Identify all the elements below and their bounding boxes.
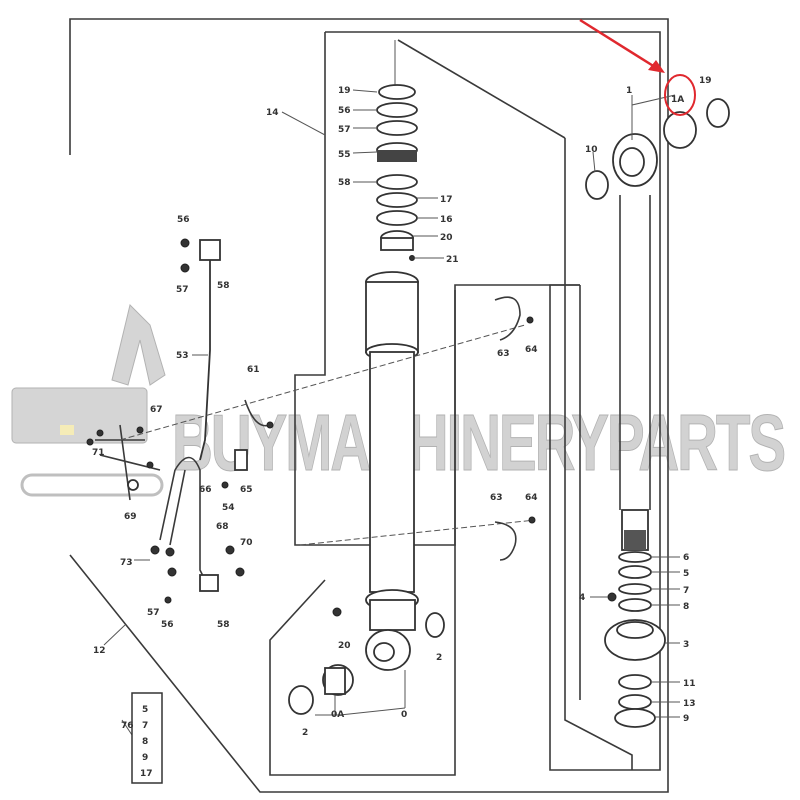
callout: 58 [338, 178, 351, 188]
callout-labels: 14 19 56 57 55 58 17 16 20 21 56 57 58 5… [92, 76, 712, 779]
excavator-body-icon [11, 387, 148, 444]
callout: 73 [120, 558, 133, 568]
callout: 58 [217, 620, 230, 630]
callout: 8 [683, 602, 689, 612]
callout: 0A [331, 710, 344, 720]
callout: 19 [338, 86, 351, 96]
watermark-text: BUYMACHINERYPARTS [172, 398, 784, 487]
callout: 63 [490, 493, 503, 503]
callout: 55 [338, 150, 351, 160]
callout: 2 [436, 653, 442, 663]
callout: 13 [683, 699, 696, 709]
callout: 17 [440, 195, 453, 205]
callout: 71 [92, 448, 105, 458]
callout: 66 [199, 485, 212, 495]
callout: 7 [683, 586, 689, 596]
callout: 20 [338, 641, 351, 651]
hydraulic-piping [86, 238, 536, 604]
callout: 5 [683, 569, 689, 579]
arrow-line [579, 18, 656, 69]
callout: 64 [525, 345, 538, 355]
kit-item: 5 [142, 705, 148, 715]
callout: 19 [699, 76, 712, 86]
arrow-head-icon [648, 60, 665, 73]
callout: 68 [216, 522, 229, 532]
callout: 76 [121, 721, 134, 731]
callout: 12 [93, 646, 106, 656]
kit-item: 7 [142, 721, 148, 731]
excavator-arm-icon [111, 304, 166, 386]
logo-accent [60, 425, 74, 435]
kit-item: 8 [142, 737, 148, 747]
callout: 16 [440, 215, 453, 225]
callout: 63 [497, 349, 510, 359]
callout: 56 [161, 620, 174, 630]
seal-stack-14 [288, 40, 445, 716]
callout: 58 [217, 281, 230, 291]
callout: 57 [338, 125, 351, 135]
callout: 57 [147, 608, 160, 618]
excavator-track-icon [20, 473, 164, 497]
callout: 10 [585, 145, 598, 155]
callout: 6 [683, 553, 689, 563]
leader-lines [103, 89, 680, 736]
kit-item: 9 [142, 753, 148, 763]
highlight-annotation [579, 18, 696, 116]
callout: 2 [302, 728, 308, 738]
frame-lines [69, 18, 669, 793]
callout: 67 [150, 405, 163, 415]
watermark-logo: BUYMACHINERYPARTS [11, 304, 788, 497]
callout: 20 [440, 233, 453, 243]
callout: 3 [683, 640, 689, 650]
callout: 21 [446, 255, 459, 265]
callout: 61 [247, 365, 260, 375]
callout: 9 [683, 714, 689, 724]
callout: 0 [401, 710, 407, 720]
callout: 65 [240, 485, 253, 495]
callout: 56 [338, 106, 351, 116]
callout: 64 [525, 493, 538, 503]
callout: 56 [177, 215, 190, 225]
callout: 11 [683, 679, 696, 689]
cylinder-rod-assembly [585, 98, 730, 728]
callout: 14 [266, 108, 279, 118]
callout: 69 [124, 512, 137, 522]
callout: 54 [222, 503, 235, 513]
callout: 4 [579, 593, 585, 603]
highlight-circle [664, 74, 696, 116]
callout: 70 [240, 538, 253, 548]
kit-item: 17 [140, 769, 153, 779]
callout: 57 [176, 285, 189, 295]
callout: 1 [626, 86, 632, 96]
kit-box [131, 692, 163, 784]
callout: 1A [671, 95, 684, 105]
callout: 53 [176, 351, 189, 361]
